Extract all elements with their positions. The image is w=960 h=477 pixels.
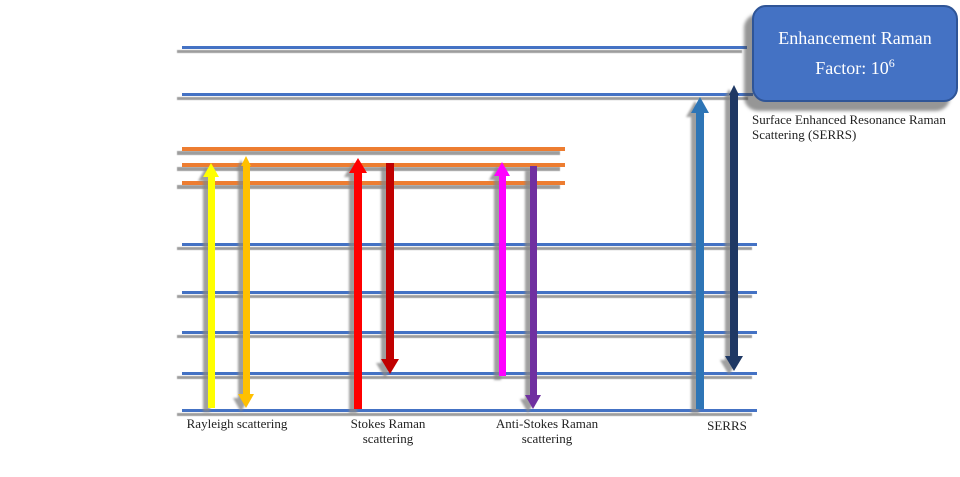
antistokes-scattered-arrow-body	[529, 166, 537, 395]
antistokes-scattered-arrow-down-head	[525, 395, 541, 409]
stokes-scattered-arrow-down-head	[381, 359, 399, 374]
serrs-scattered-arrow-down-head	[725, 356, 743, 371]
vibrational-level-1	[182, 372, 757, 375]
stokes-scattered-arrow-body	[386, 163, 394, 359]
serrs-scattered-arrow-body	[730, 95, 738, 356]
virtual-state-2	[182, 163, 565, 167]
stokes-excitation-arrow-body	[354, 173, 362, 409]
serrs-excitation-arrow-body	[696, 113, 704, 409]
antistokes-scattered-arrow	[525, 166, 542, 409]
rayleigh-excitation-arrow	[203, 163, 220, 408]
antistokes-excitation-arrow	[494, 162, 511, 376]
label-rayleigh: Rayleigh scattering	[186, 416, 288, 431]
enhancement-callout: Enhancement Raman Factor: 106	[752, 5, 958, 102]
vibrational-level-3	[182, 291, 757, 294]
enhancement-callout-line1: Enhancement Raman	[778, 28, 932, 48]
virtual-state-1	[182, 181, 565, 185]
rayleigh-excitation-arrow-body	[207, 177, 215, 408]
rayleigh-scattered-arrow-down-head	[238, 394, 254, 408]
rayleigh-scattered-arrow-up-head	[241, 156, 251, 166]
rayleigh-excitation-arrow-up-head	[203, 163, 219, 177]
enhancement-callout-line2: Factor: 106	[815, 56, 895, 78]
stokes-scattered-arrow	[381, 163, 400, 374]
serrs-excitation-arrow-up-head	[691, 97, 709, 113]
rayleigh-scattered-arrow	[238, 156, 255, 408]
vibrational-level-4	[182, 243, 757, 246]
serrs-excitation-arrow	[691, 97, 710, 409]
rayleigh-scattered-arrow-body	[242, 166, 250, 394]
virtual-state-3	[182, 147, 565, 151]
electronic-excited-state-upper	[182, 46, 747, 49]
serrs-scattered-arrow-up-head	[729, 85, 739, 95]
serrs-scattered-arrow	[725, 85, 744, 371]
stokes-excitation-arrow-up-head	[349, 158, 367, 173]
antistokes-excitation-arrow-body	[498, 176, 506, 376]
antistokes-excitation-arrow-up-head	[494, 162, 510, 176]
ground-state	[182, 409, 757, 412]
vibrational-level-2	[182, 331, 757, 334]
stokes-excitation-arrow	[349, 158, 368, 409]
enhancement-exponent: 6	[888, 56, 895, 70]
label-serrs: SERRS	[707, 418, 747, 433]
electronic-excited-state-lower	[182, 93, 753, 96]
